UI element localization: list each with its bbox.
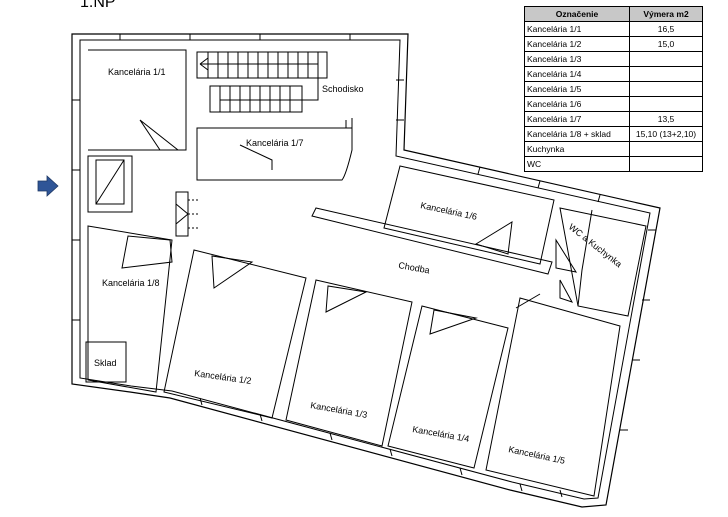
staircase xyxy=(196,51,328,113)
room-label-k14: Kancelária 1/4 xyxy=(412,424,470,444)
room-kancelaria-1-7 xyxy=(196,118,353,181)
row-name: WC xyxy=(524,156,630,172)
room-kancelaria-1-2 xyxy=(163,249,307,419)
room-label-k15: Kancelária 1/5 xyxy=(508,444,566,466)
room-label-chodba: Chodba xyxy=(398,260,431,275)
table-row: WC xyxy=(524,156,703,172)
row-name: Kancelária 1/6 xyxy=(524,96,630,112)
room-label-schodisko: Schodisko xyxy=(322,84,364,94)
room-kancelaria-1-4 xyxy=(387,305,509,469)
row-area xyxy=(629,156,703,172)
room-label-k13: Kancelária 1/3 xyxy=(310,400,368,420)
room-kancelaria-1-1 xyxy=(88,49,187,151)
row-area xyxy=(629,81,703,97)
room-kancelaria-1-6 xyxy=(311,165,555,275)
row-name: Kancelária 1/7 xyxy=(524,111,630,127)
room-wc-kuchynka xyxy=(555,207,647,317)
table-row: Kancelária 1/4 xyxy=(524,66,703,82)
room-label-wc: WC a Kuchynka xyxy=(567,222,624,270)
row-area xyxy=(629,96,703,112)
header-oznacenie: Označenie xyxy=(524,6,630,22)
room-kancelaria-1-3 xyxy=(285,279,413,447)
room-label-k12: Kancelária 1/2 xyxy=(194,368,252,386)
row-area: 16,5 xyxy=(629,21,703,37)
room-label-k16: Kancelária 1/6 xyxy=(420,200,478,222)
header-vymera: Výmera m2 xyxy=(629,6,703,22)
room-label-sklad: Sklad xyxy=(94,358,117,368)
row-name: Kancelária 1/4 xyxy=(524,66,630,82)
row-area xyxy=(629,66,703,82)
room-kancelaria-1-8 xyxy=(85,225,173,393)
area-table-header: Označenie Výmera m2 xyxy=(524,6,703,22)
row-name: Kancelária 1/2 xyxy=(524,36,630,52)
row-name: Kancelária 1/8 + sklad xyxy=(524,126,630,142)
row-name: Kancelária 1/5 xyxy=(524,81,630,97)
arrow-right-icon xyxy=(37,175,59,197)
table-row: Kancelária 1/6 xyxy=(524,96,703,112)
floor-title: 1.NP xyxy=(80,0,116,11)
table-row: Kancelária 1/3 xyxy=(524,51,703,67)
building-outline xyxy=(71,33,661,508)
room-label-k18: Kancelária 1/8 xyxy=(102,278,160,288)
row-area xyxy=(629,141,703,157)
vestibule xyxy=(87,155,200,237)
room-label-k11: Kancelária 1/1 xyxy=(108,67,166,77)
row-name: Kuchynka xyxy=(524,141,630,157)
row-name: Kancelária 1/1 xyxy=(524,21,630,37)
row-name: Kancelária 1/3 xyxy=(524,51,630,67)
row-area: 15,0 xyxy=(629,36,703,52)
row-area xyxy=(629,51,703,67)
room-label-k17: Kancelária 1/7 xyxy=(246,138,304,148)
table-row: Kancelária 1/5 xyxy=(524,81,703,97)
room-kancelaria-1-5 xyxy=(485,293,621,497)
row-area: 15,10 (13+2,10) xyxy=(629,126,703,142)
table-row: Kuchynka xyxy=(524,141,703,157)
row-area: 13,5 xyxy=(629,111,703,127)
